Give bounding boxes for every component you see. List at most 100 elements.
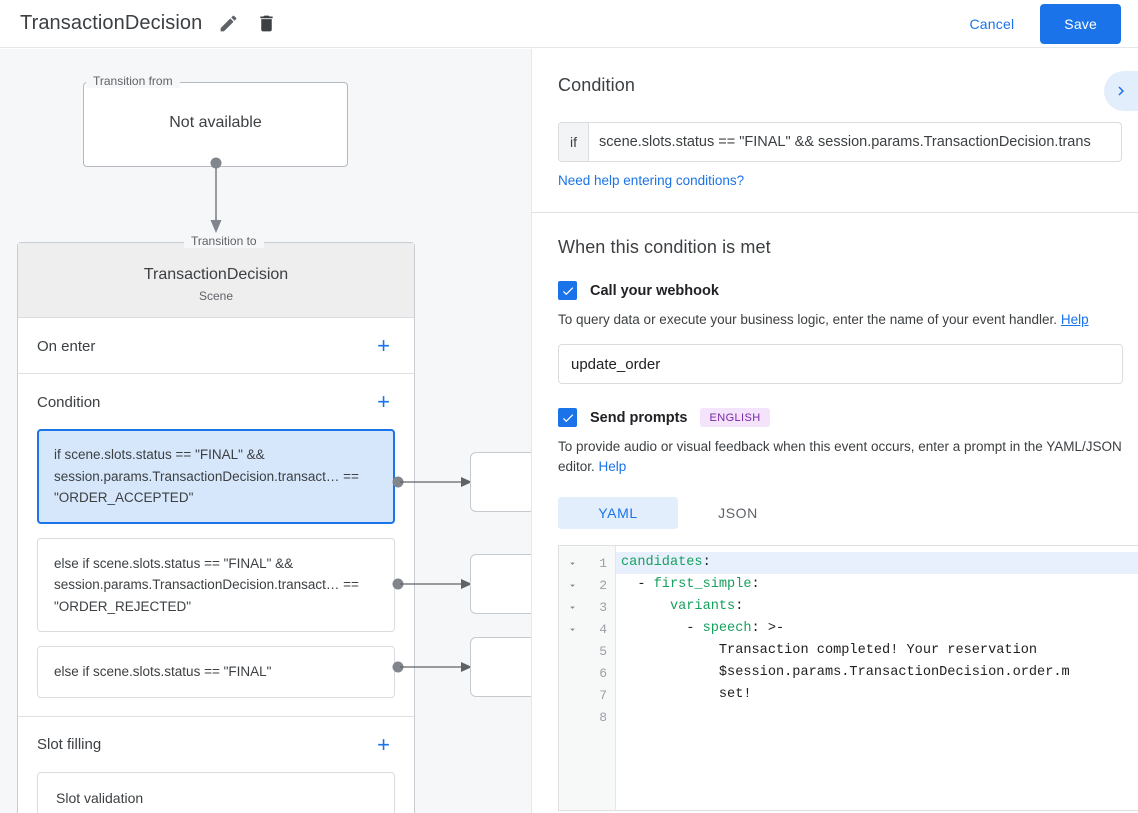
code-token: candidates: [621, 555, 703, 570]
scene-name: TransactionDecision: [143, 266, 289, 283]
cancel-button[interactable]: Cancel: [960, 8, 1025, 40]
scene-graph-panel: Transition from Not available Transition…: [0, 49, 531, 813]
add-on-enter-button[interactable]: +: [377, 333, 390, 358]
chevron-right-icon[interactable]: [1104, 71, 1138, 111]
line-number: 7: [599, 687, 607, 703]
code-token: $session.params.TransactionDecision.orde…: [621, 665, 1070, 680]
section-on-enter: On enter +: [18, 318, 414, 374]
send-prompts-checkbox[interactable]: [558, 408, 577, 427]
code-token: :: [735, 599, 744, 614]
section-slot-filling: Slot filling + Slot validation: [18, 717, 414, 813]
editor-line-number: 7: [559, 684, 615, 706]
condition-section: Condition if Need help entering conditio…: [532, 49, 1138, 213]
section-condition: Condition + if scene.slots.status == "FI…: [18, 374, 414, 717]
fold-arrow-icon[interactable]: [559, 602, 585, 613]
code-token: set!: [621, 687, 752, 702]
need-help-link[interactable]: Need help entering conditions?: [558, 173, 745, 188]
section-on-enter-header: On enter +: [18, 318, 414, 373]
section-condition-header: Condition +: [18, 374, 414, 429]
editor-code-line[interactable]: - first_simple:: [616, 574, 1138, 596]
code-token: : >-: [751, 621, 785, 636]
section-slot-filling-header: Slot filling +: [18, 717, 414, 772]
add-slot-filling-button[interactable]: +: [377, 731, 390, 757]
code-token: -: [621, 577, 654, 592]
add-condition-button[interactable]: +: [377, 389, 390, 414]
webhook-checkbox[interactable]: [558, 281, 577, 300]
condition-list-item[interactable]: if scene.slots.status == "FINAL" && sess…: [37, 429, 395, 524]
tab-yaml[interactable]: YAML: [558, 497, 678, 529]
when-condition-met-title: When this condition is met: [558, 237, 771, 257]
fold-arrow-icon[interactable]: [559, 624, 585, 635]
editor-code-line[interactable]: - speech: >-: [616, 618, 1138, 640]
condition-list-item[interactable]: else if scene.slots.status == "FINAL" &&…: [37, 537, 395, 632]
editor-code-line[interactable]: [616, 706, 1138, 728]
condition-if-prefix: if: [559, 123, 589, 161]
trash-icon[interactable]: [254, 12, 278, 36]
connector-arrow-down: [210, 157, 222, 233]
code-token: first_simple: [653, 577, 752, 592]
editor-code-line[interactable]: $session.params.TransactionDecision.orde…: [616, 662, 1138, 684]
send-prompts-label: Send prompts: [590, 409, 688, 426]
tab-json[interactable]: JSON: [718, 505, 758, 521]
condition-detail-panel: Condition if Need help entering conditio…: [531, 49, 1138, 813]
editor-line-number: 1: [559, 552, 615, 574]
code-token: :: [702, 555, 711, 570]
slot-filling-list: Slot validation: [18, 771, 414, 813]
save-button[interactable]: Save: [1040, 3, 1121, 44]
code-token: -: [621, 621, 703, 636]
webhook-handler-input[interactable]: [558, 344, 1123, 384]
line-number: 4: [599, 621, 607, 637]
send-prompts-description-text: To provide audio or visual feedback when…: [558, 439, 1122, 474]
fold-arrow-icon[interactable]: [559, 558, 585, 569]
transition-target-box[interactable]: [470, 637, 531, 697]
topbar-actions: Cancel Save: [960, 3, 1138, 44]
editor-line-number: 3: [559, 596, 615, 618]
line-number: 2: [599, 577, 607, 593]
editor-gutter: 1 2 3 4 5 6 7 8: [559, 546, 616, 810]
pencil-icon[interactable]: [216, 12, 240, 36]
editor-line-number: 2: [559, 574, 615, 596]
scene-type: Scene: [198, 289, 234, 303]
code-token: variants: [669, 599, 736, 614]
editor-format-tabs: YAML JSON: [558, 497, 1138, 529]
transition-target-box[interactable]: [470, 554, 531, 614]
webhook-label: Call your webhook: [590, 282, 719, 299]
editor-code-area[interactable]: candidates: - first_simple: variants: - …: [616, 546, 1138, 810]
send-prompts-description: To provide audio or visual feedback when…: [558, 437, 1122, 477]
section-slot-filling-title: Slot filling: [37, 736, 102, 753]
editor-line-number: 6: [559, 662, 615, 684]
section-condition-title: Condition: [37, 393, 101, 411]
condition-input-group: if: [558, 122, 1122, 162]
fold-arrow-icon[interactable]: [559, 580, 585, 591]
webhook-description-text: To query data or execute your business l…: [558, 312, 1058, 327]
code-token: :: [751, 577, 760, 592]
code-token: Transaction completed! Your reservation: [621, 643, 1038, 658]
webhook-help-link[interactable]: Help: [1060, 312, 1089, 327]
code-token: speech: [702, 621, 752, 636]
page-title: TransactionDecision: [20, 12, 203, 34]
scene-card-header[interactable]: TransactionDecision Scene: [18, 243, 414, 318]
language-badge: ENGLISH: [700, 408, 770, 427]
line-number: 5: [599, 643, 607, 659]
editor-code-line[interactable]: candidates:: [616, 552, 1138, 574]
line-number: 1: [599, 555, 607, 571]
editor-code-line[interactable]: variants:: [616, 596, 1138, 618]
editor-code-line[interactable]: set!: [616, 684, 1138, 706]
editor-code-line[interactable]: Transaction completed! Your reservation: [616, 640, 1138, 662]
webhook-row: Call your webhook: [558, 281, 1138, 300]
condition-list-item[interactable]: else if scene.slots.status == "FINAL": [37, 646, 395, 698]
prompts-help-link[interactable]: Help: [598, 459, 627, 474]
condition-list: if scene.slots.status == "FINAL" && sess…: [18, 429, 414, 716]
transition-from-box[interactable]: [83, 82, 348, 167]
condition-section-title: Condition: [558, 75, 635, 95]
line-number: 8: [599, 709, 607, 725]
line-number: 3: [599, 599, 607, 615]
editor-line-number: 8: [559, 706, 615, 728]
transition-from-legend: Transition from: [86, 74, 180, 88]
send-prompts-row: Send prompts ENGLISH: [558, 408, 1138, 427]
condition-expression-input[interactable]: [589, 123, 1121, 161]
slot-filling-item[interactable]: Slot validation: [37, 771, 395, 813]
yaml-editor[interactable]: 1 2 3 4 5 6 7 8 candidates: - first_simple: var…: [558, 545, 1138, 811]
editor-line-number: 5: [559, 640, 615, 662]
transition-target-box[interactable]: [470, 452, 531, 512]
